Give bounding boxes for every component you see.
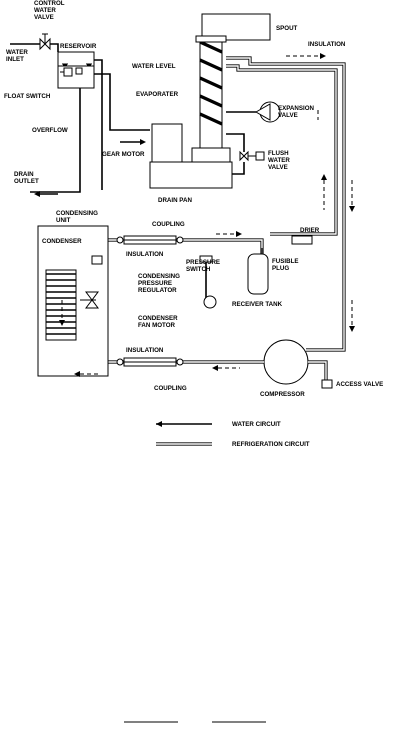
pressure-switch-label-2: SWITCH — [186, 266, 211, 273]
control-water-valve-label-1: CONTROL — [34, 0, 65, 7]
condenser-label: CONDENSER — [42, 238, 82, 245]
water-inlet-label-2: INLET — [6, 56, 24, 63]
condensing-unit — [37, 225, 109, 377]
condensing-unit-label-2: UNIT — [56, 217, 71, 224]
drain-outlet-label-2: OUTLET — [14, 178, 39, 185]
condenser-fan-motor-label-2: FAN MOTOR — [138, 322, 176, 329]
pressure-switch-icon — [199, 255, 213, 263]
drain-pan-icon — [149, 161, 233, 189]
reservoir-label: RESERVOIR — [60, 43, 97, 50]
compressor-label: COMPRESSOR — [260, 391, 305, 398]
insulation-mid-label: INSULATION — [126, 251, 164, 258]
drain-pan-label: DRAIN PAN — [158, 197, 192, 204]
spout-label: SPOUT — [276, 25, 298, 32]
condensing-pressure-regulator-icon — [91, 255, 103, 265]
float-switch-icon — [63, 67, 73, 77]
control-water-valve-label-3: VALVE — [34, 14, 54, 21]
refrigeration-circuit — [84, 56, 346, 389]
flush-water-valve-label-2: WATER — [268, 157, 290, 164]
fusible-plug-label-2: PLUG — [272, 265, 289, 272]
flush-water-valve-label-1: FLUSH — [268, 150, 289, 157]
refrigeration-circuit-legend-label: REFRIGERATION CIRCUIT — [232, 441, 310, 448]
gear-motor-label: GEAR MOTOR — [102, 151, 145, 158]
flush-water-valve-label-3: VALVE — [268, 164, 288, 171]
flow-arrows — [34, 53, 355, 377]
flush-water-valve-icon — [239, 150, 249, 162]
expansion-valve-label-1: EXPANSION — [278, 105, 315, 112]
expansion-valve-label-2: VALVE — [278, 112, 298, 119]
drain-outlet-label-1: DRAIN — [14, 171, 34, 178]
evaporater-label: EVAPORATER — [136, 91, 179, 98]
water-inlet-assembly — [10, 33, 150, 193]
access-valve-label: ACCESS VALVE — [336, 381, 383, 388]
access-valve-icon — [321, 379, 333, 389]
water-inlet-label-1: WATER — [6, 49, 28, 56]
labels: CONTROL WATER VALVE WATER INLET RESERVOI… — [4, 0, 383, 448]
coupling-bottom-label: COUPLING — [154, 385, 187, 392]
drier-icon — [291, 235, 313, 245]
float-switch-label: FLOAT SWITCH — [4, 93, 51, 100]
receiver-tank-label: RECEIVER TANK — [232, 301, 283, 308]
water-circuit-legend-label: WATER CIRCUIT — [232, 421, 281, 428]
drier-label: DRIER — [300, 227, 320, 234]
insulation-top-label: INSULATION — [308, 41, 346, 48]
evaporator-assembly — [149, 13, 271, 189]
fusible-plug-label-1: FUSIBLE — [272, 258, 298, 265]
insulation-bottom-label: INSULATION — [126, 347, 164, 354]
coupling-top-label: COUPLING — [152, 221, 185, 228]
water-level-label: WATER LEVEL — [132, 63, 176, 70]
condensing-pressure-regulator-label-3: REGULATOR — [138, 287, 177, 294]
overflow-label: OVERFLOW — [32, 127, 68, 134]
condensing-pressure-regulator-label-1: CONDENSING — [138, 273, 180, 280]
receiver-tank-icon — [247, 253, 269, 295]
control-water-valve-label-2: WATER — [34, 7, 56, 14]
condensing-pressure-regulator-label-2: PRESSURE — [138, 280, 172, 287]
condensing-unit-label-1: CONDENSING — [56, 210, 98, 217]
legend — [156, 421, 212, 446]
pressure-switch-label-1: PRESSURE — [186, 259, 220, 266]
compressor-icon — [263, 339, 309, 385]
condenser-fan-motor-label-1: CONDENSER — [138, 315, 178, 322]
gear-motor-icon — [151, 123, 183, 163]
